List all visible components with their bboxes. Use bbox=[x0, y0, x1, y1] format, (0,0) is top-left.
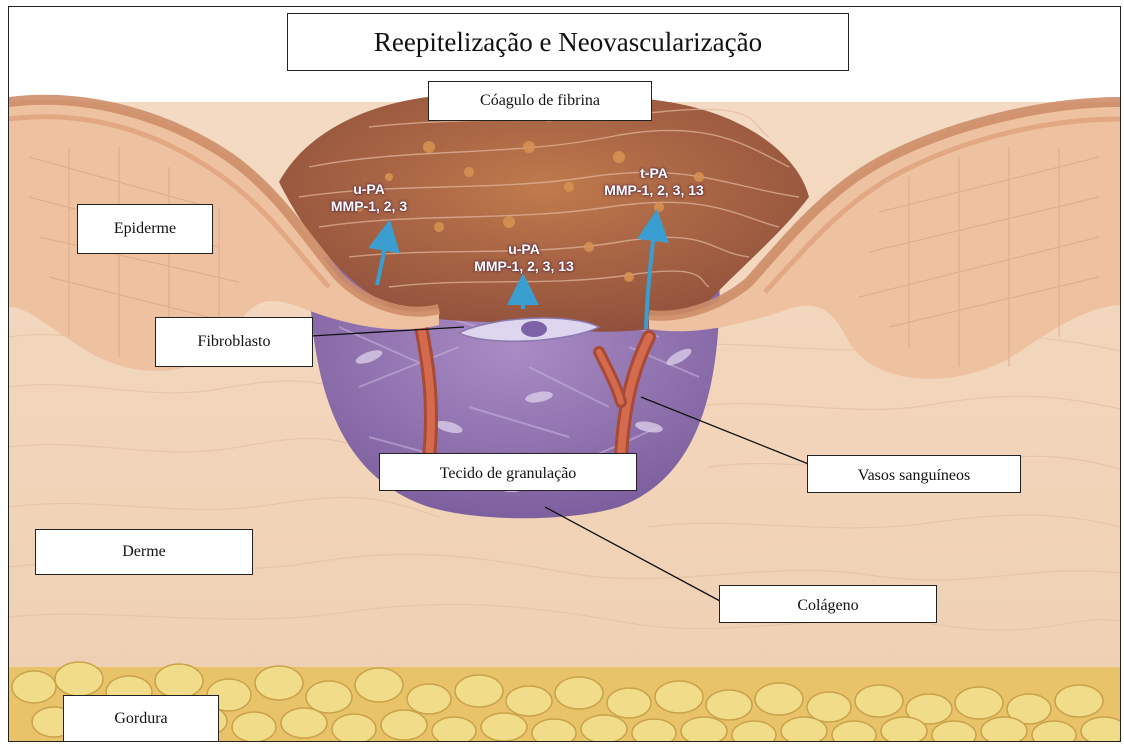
label-tecido: Tecido de granulação bbox=[379, 453, 637, 491]
label-vasos: Vasos sanguíneos bbox=[807, 455, 1021, 493]
label-coagulo: Cóagulo de fibrina bbox=[428, 81, 652, 121]
label-fibroblasto: Fibroblasto bbox=[155, 317, 313, 367]
label-colageno: Colágeno bbox=[719, 585, 937, 623]
enzyme-label-right: t-PA MMP-1, 2, 3, 13 bbox=[579, 165, 729, 199]
figure-frame: u-PA MMP-1, 2, 3 u-PA MMP-1, 2, 3, 13 t-… bbox=[8, 6, 1121, 742]
label-gordura: Gordura bbox=[63, 695, 219, 742]
label-epiderme: Epiderme bbox=[77, 204, 213, 254]
label-derme: Derme bbox=[35, 529, 253, 575]
figure-title: Reepitelização e Neovascularização bbox=[287, 13, 849, 71]
enzyme-label-left: u-PA MMP-1, 2, 3 bbox=[309, 181, 429, 215]
enzyme-label-center: u-PA MMP-1, 2, 3, 13 bbox=[449, 241, 599, 275]
